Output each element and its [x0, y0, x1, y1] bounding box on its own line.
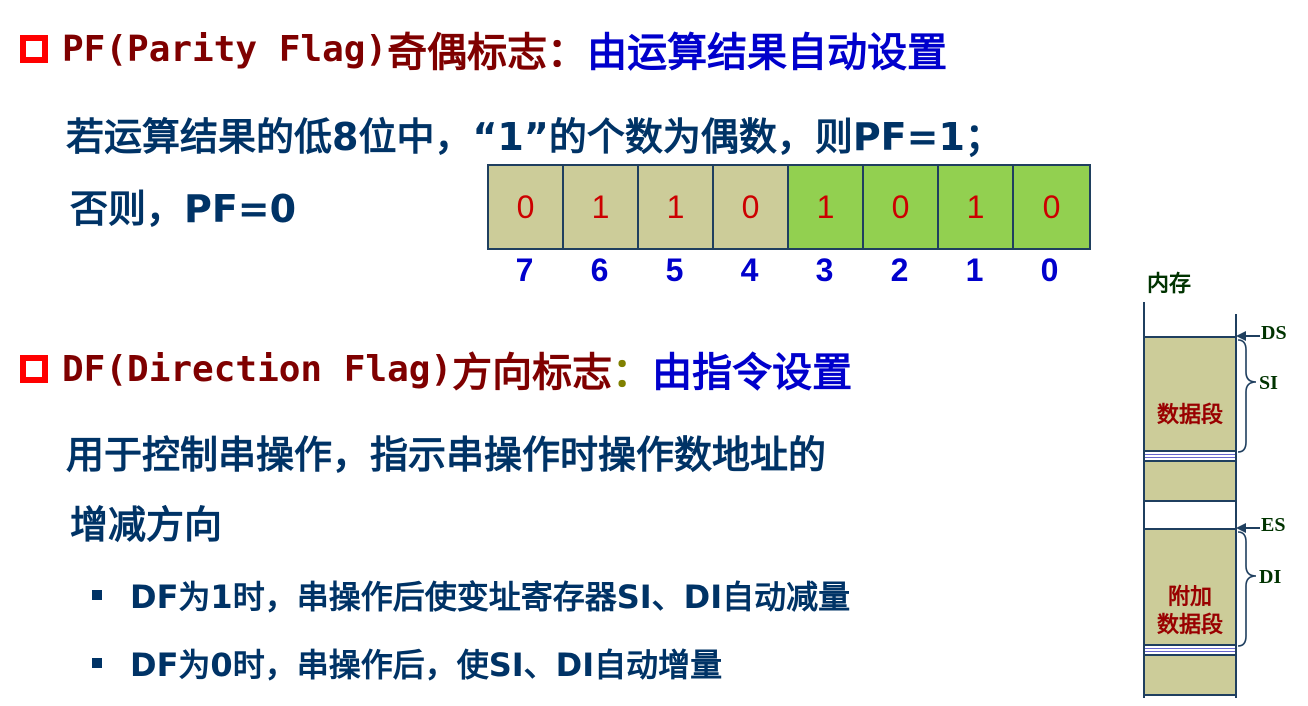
df-title-colon: ：: [612, 350, 653, 396]
bit-cell-4: 0: [714, 166, 789, 248]
bit-index-row: 7 6 5 4 3 2 1 0: [487, 252, 1087, 289]
square-bullet-icon: [92, 658, 102, 668]
bit-cell-7: 0: [489, 166, 564, 248]
pf-heading: PF(Parity Flag) 奇偶标志 ： 由运算结果自动设置: [20, 20, 947, 78]
pf-title-colon: ：: [547, 30, 588, 76]
hollow-square-icon: [20, 355, 48, 383]
pf-title-cn: 奇偶标志: [387, 30, 548, 76]
df-description-line2: 增减方向: [70, 503, 223, 547]
bit-index-1: 1: [965, 252, 984, 288]
df-bullet-2: DF为0时，串操作后，使SI、DI自动增量: [92, 640, 722, 686]
bit-cell-1: 1: [939, 166, 1014, 248]
memory-title: 内存: [1147, 272, 1192, 297]
df-bullet-1: DF为1时，串操作后使变址寄存器SI、DI自动减量: [92, 572, 850, 618]
df-title-desc: 由指令设置: [652, 350, 853, 396]
di-register-label: DI: [1259, 566, 1282, 588]
bit-index-2: 2: [890, 252, 909, 288]
extra-segment-label-line2: 数据段: [1156, 613, 1223, 638]
df-title-code: DF(Direction Flag): [62, 348, 453, 390]
bit-cell-5: 1: [639, 166, 714, 248]
df-heading: DF(Direction Flag) 方向标志 ： 由指令设置: [20, 340, 852, 398]
df-title-cn: 方向标志: [452, 350, 613, 396]
bit-cell-6: 1: [564, 166, 639, 248]
df-bullet-2-text: DF为0时，串操作后，使SI、DI自动增量: [130, 646, 723, 684]
parity-example-byte: 0 1 1 0 1 0 1 0: [487, 164, 1091, 250]
bit-index-6: 6: [590, 252, 609, 288]
bit-index-0: 0: [1040, 252, 1059, 288]
extra-segment-block: [1143, 528, 1237, 646]
es-register-label: ES: [1261, 514, 1286, 536]
bit-index-4: 4: [740, 252, 759, 288]
segment-pointers: [1236, 331, 1260, 647]
bit-index-7: 7: [515, 252, 534, 288]
square-bullet-icon: [92, 590, 102, 600]
extra-segment-end-stripe: [1143, 644, 1237, 656]
extra-segment-label-line1: 附加: [1167, 585, 1212, 610]
pf-title-code: PF(Parity Flag): [62, 28, 388, 70]
data-segment-end-stripe: [1143, 450, 1237, 462]
bit-cell-0: 0: [1014, 166, 1089, 248]
si-register-label: SI: [1259, 372, 1278, 394]
bit-cell-3: 1: [789, 166, 864, 248]
data-segment-label: 数据段: [1156, 403, 1223, 428]
df-bullet-1-text: DF为1时，串操作后使变址寄存器SI、DI自动减量: [130, 578, 851, 616]
df-description-line1: 用于控制串操作，指示串操作时操作数地址的: [66, 433, 827, 477]
bit-cell-2: 0: [864, 166, 939, 248]
ds-register-label: DS: [1261, 322, 1287, 344]
pf-title-desc: 由运算结果自动设置: [587, 30, 948, 76]
bit-index-5: 5: [665, 252, 684, 288]
pf-description-line2: 否则，PF=0: [70, 187, 297, 231]
hollow-square-icon: [20, 35, 48, 63]
bit-index-3: 3: [815, 252, 834, 288]
data-segment-block: [1143, 336, 1237, 452]
pf-description-line1: 若运算结果的低8位中，“1”的个数为偶数，则PF=1；: [66, 115, 1003, 159]
